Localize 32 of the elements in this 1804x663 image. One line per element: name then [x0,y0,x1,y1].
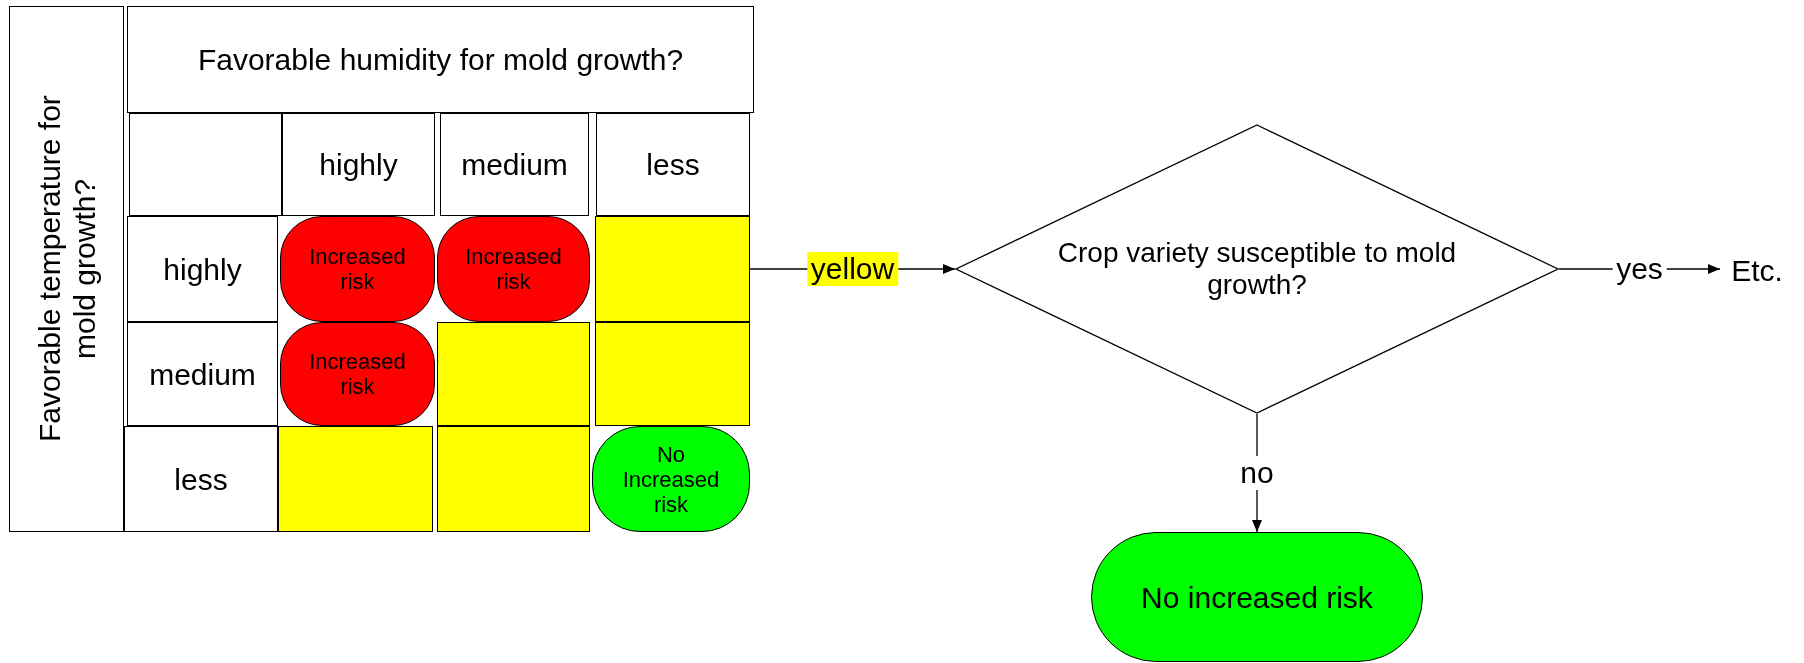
cell-text: highly [319,147,398,182]
table-cell [596,113,750,216]
cell-text: highly [163,251,242,287]
table-cell [282,113,435,216]
risk-text: Increased risk [308,349,407,399]
cell-text: medium [149,356,256,392]
risk-text: Increased risk [464,244,563,294]
edge-label: yellow [806,252,899,286]
risk-cell [280,216,435,322]
question-text: Favorable temperature for mold growth? [31,94,102,445]
question-box [9,6,124,532]
question-text: Crop variety susceptible to mold growth? [1057,237,1457,301]
end-text: Etc. [1720,250,1794,290]
risk-cell [592,426,750,532]
empty-cell [437,426,590,532]
question-text: Favorable humidity for mold growth? [197,42,684,77]
table-cell [127,216,278,322]
question-box [127,6,754,113]
table-cell [440,113,589,216]
table-cell [127,322,278,426]
risk-cell [437,216,590,322]
cell-text: less [174,461,228,497]
cell-text: less [646,147,700,182]
empty-cell [595,216,750,322]
empty-cell [437,322,590,426]
risk-text: Increased risk [308,244,407,294]
empty-cell [595,322,750,426]
risk-text: No Increased risk [621,441,721,517]
table-cell [124,426,278,532]
result-text: No increased risk [1141,579,1373,615]
risk-cell [280,322,435,426]
cell-text: medium [461,147,568,182]
